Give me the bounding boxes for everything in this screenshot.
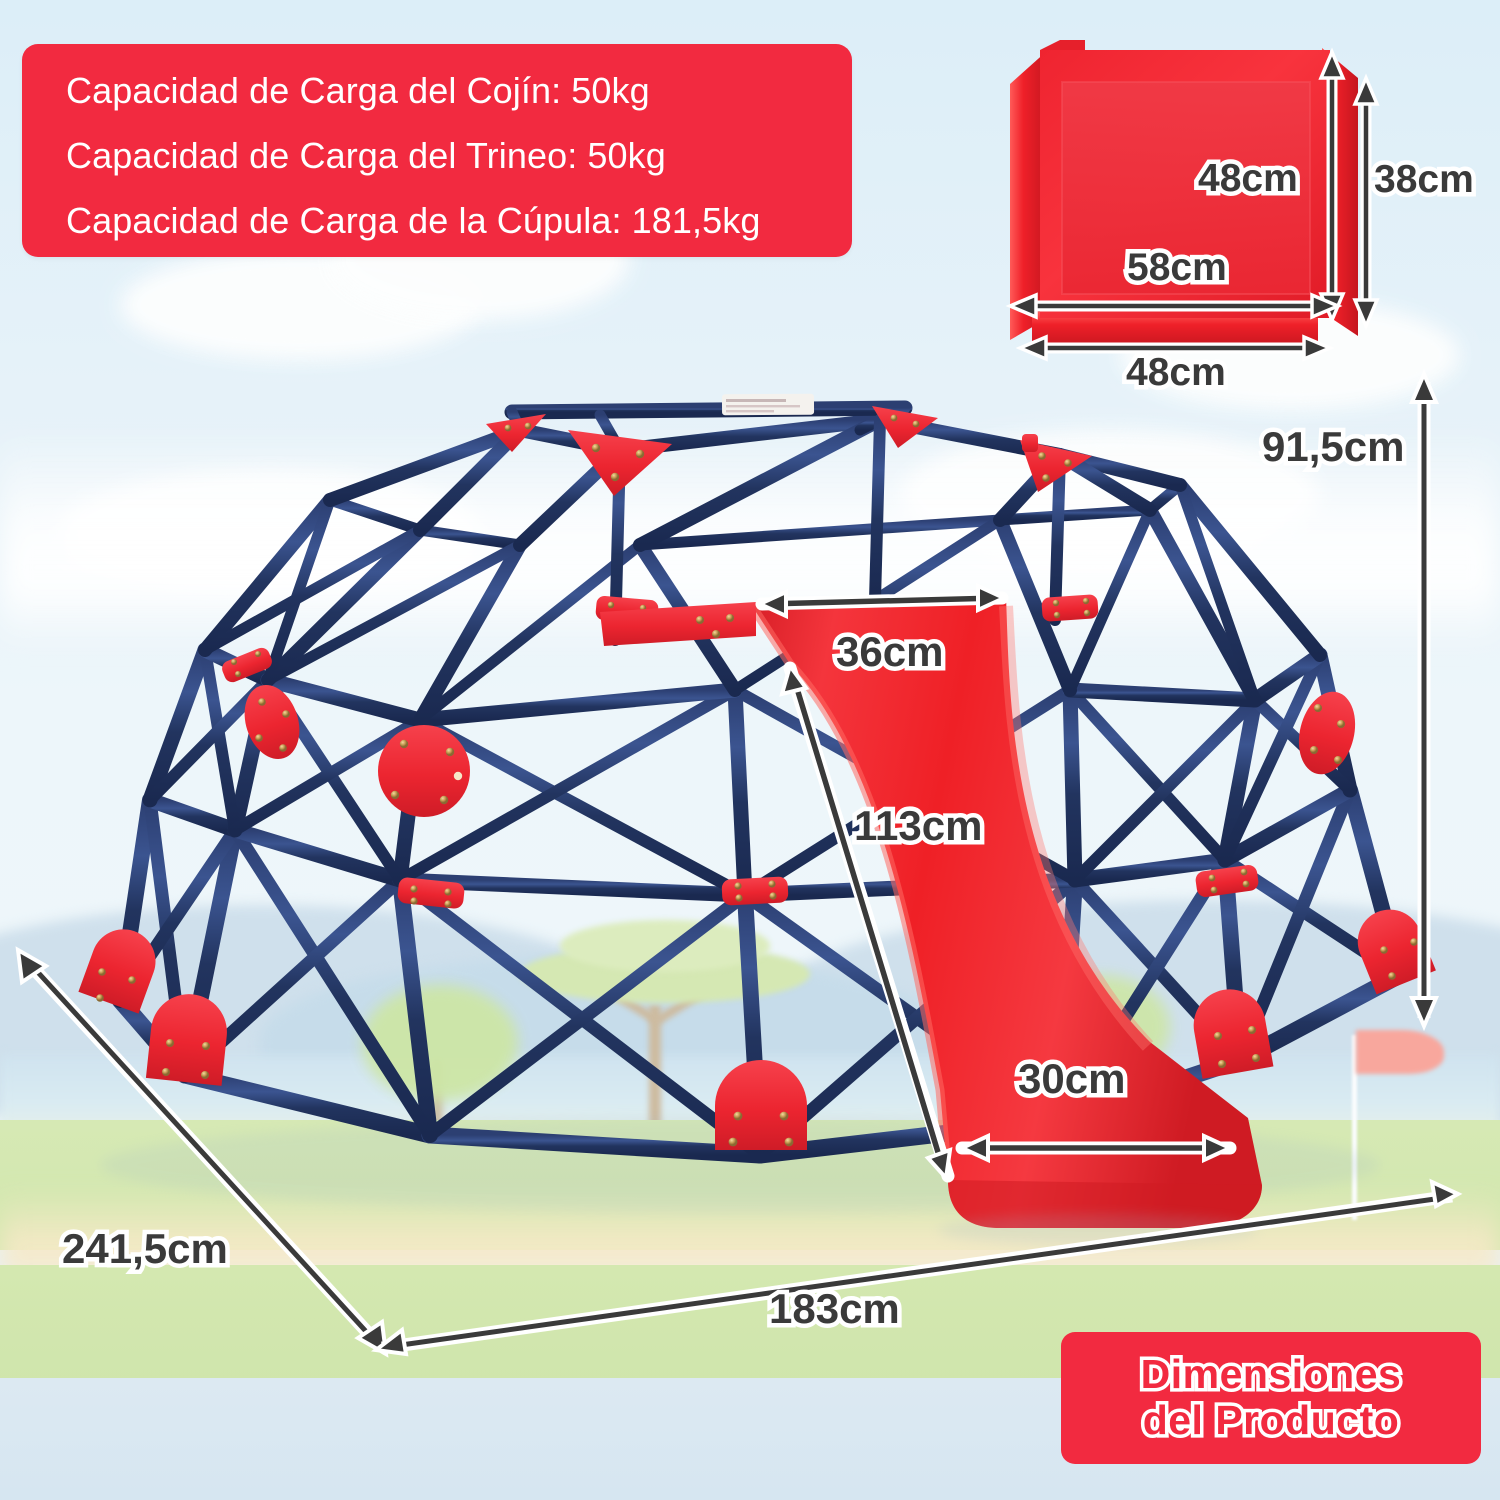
connector-plate-circle	[1298, 691, 1356, 775]
connector-plate-small	[397, 877, 465, 909]
dome-width-arrow	[370, 1178, 1463, 1357]
dome-depth-label: 241,5cm	[58, 1221, 233, 1277]
warning-label-sticker	[721, 393, 815, 416]
cushion-mesh-panel	[1062, 82, 1310, 294]
slide-top-width-label: 36cm	[831, 624, 947, 680]
connector-plate-small	[222, 647, 272, 683]
cushion-inner-height-arrow	[1318, 47, 1346, 325]
load-capacity-sled: Capacidad de Carga del Trineo: 50kg	[66, 135, 666, 176]
cushion-outer-width-arrow	[1015, 334, 1335, 362]
connector-plate-triangle	[872, 406, 938, 448]
dome-width-label: 183cm	[765, 1281, 905, 1337]
load-capacity-cushion: Capacidad de Carga del Cojín: 50kg	[66, 70, 650, 111]
slide-bottom-width-label: 30cm	[1013, 1051, 1129, 1107]
slide-illustration	[748, 596, 1262, 1246]
slide-arrowheads	[755, 582, 1235, 1183]
connector-plate-base	[78, 929, 156, 1014]
connector-plate-small	[721, 876, 789, 906]
flag-cloth	[1356, 1030, 1444, 1074]
cushion-bottom-edge	[1032, 312, 1318, 348]
load-capacity-dome: Capacidad de Carga de la Cúpula: 181,5kg	[66, 200, 761, 241]
cushion-inner-width-arrow	[1005, 292, 1343, 320]
dome-height-arrow	[1408, 368, 1440, 1032]
slide-length-label: 113cm	[849, 798, 987, 854]
slide-dimension-arrows-core	[763, 595, 1227, 1175]
connector-plate-triangle	[568, 430, 672, 496]
product-dimensions-badge: Dimensiones del Producto	[1061, 1332, 1481, 1464]
cushion-outer-width-label: 48cm	[1122, 347, 1231, 399]
badge-line-2: del Producto	[1139, 1394, 1402, 1447]
slide-platform-lip	[600, 602, 756, 646]
connector-plate-triangle	[486, 414, 546, 452]
connector-plate-circle	[378, 725, 470, 817]
cushion-outer-height-arrow	[1352, 73, 1380, 331]
dome-height-label: 91,5cm	[1257, 419, 1408, 475]
connector-plate-small	[1022, 434, 1038, 452]
connector-plate-triangle	[1020, 440, 1092, 492]
load-capacity-panel: Capacidad de Carga del Cojín: 50kg Capac…	[22, 44, 852, 257]
connector-plate-base	[1193, 989, 1274, 1079]
cushion-mesh-outline	[1061, 81, 1311, 295]
cushion-inner-width-label: 58cm	[1123, 242, 1232, 294]
cushion-inner-height-label: 48cm	[1194, 153, 1303, 205]
connector-plate-base	[145, 994, 227, 1086]
connector-plate-circle	[244, 684, 300, 760]
flag-pole	[1352, 1035, 1357, 1220]
connector-plate-small	[1195, 864, 1259, 898]
badge-line-1: Dimensiones	[1137, 1348, 1404, 1401]
connector-plate-small	[1041, 594, 1099, 622]
cushion-outer-height-label: 38cm	[1370, 154, 1479, 206]
cushion-left-edge	[1010, 50, 1048, 340]
cushion-top-notch	[1040, 40, 1085, 50]
connector-plate-base	[715, 1060, 807, 1150]
connector-plate-base	[1357, 909, 1436, 995]
